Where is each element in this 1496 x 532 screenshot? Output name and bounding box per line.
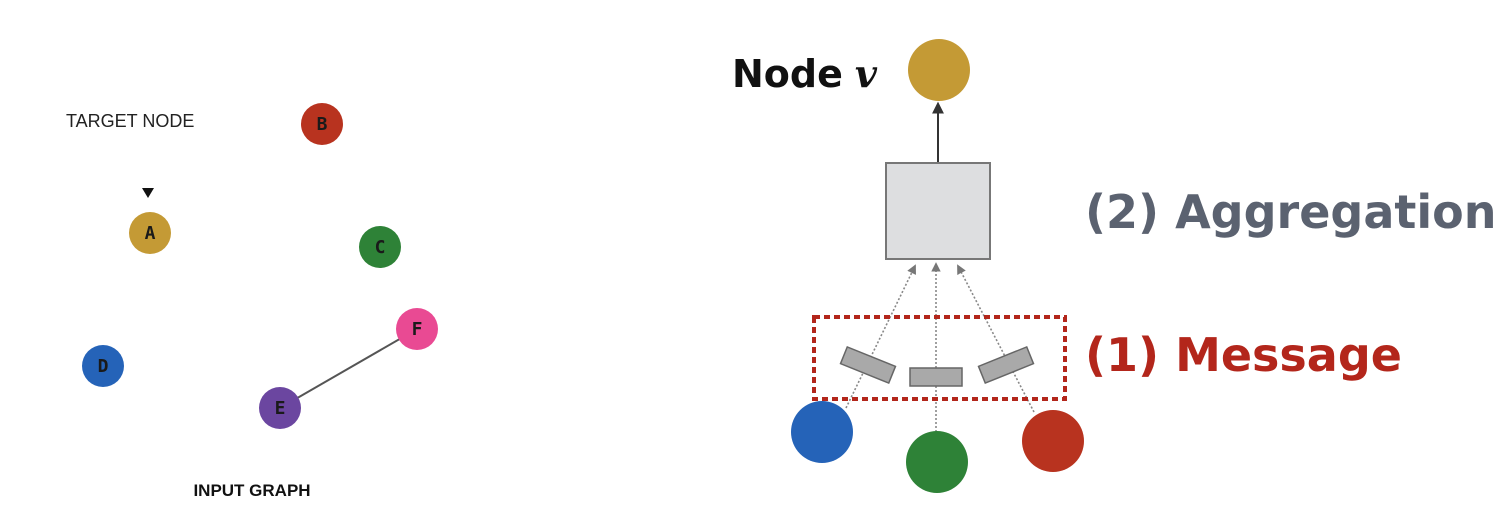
edge-e-f — [279, 328, 418, 409]
graph-node-c-letter: C — [375, 237, 386, 258]
graph-node-f-letter: F — [412, 319, 423, 340]
graph-node-a[interactable]: A — [129, 212, 171, 254]
target-pointer-icon — [142, 188, 154, 198]
neighbor-node-green — [906, 431, 968, 493]
graph-node-c[interactable]: C — [359, 226, 401, 268]
node-variable: v — [855, 51, 878, 96]
target-node-label: TARGET NODE — [66, 111, 194, 131]
aggregation-label: (2) Aggregation — [1085, 185, 1496, 239]
graph-node-b-letter: B — [317, 114, 328, 135]
input-graph: TARGET NODE A B C D E F INPUT GRAPH — [66, 103, 438, 500]
target-node-circle — [908, 39, 970, 101]
message-box-left — [839, 345, 897, 385]
graph-node-e-letter: E — [275, 398, 286, 419]
graph-node-d-letter: D — [98, 356, 109, 377]
graph-node-d[interactable]: D — [82, 345, 124, 387]
graph-node-e[interactable]: E — [259, 387, 301, 429]
message-arrow-right — [957, 264, 1035, 413]
graph-node-a-letter: A — [145, 223, 156, 244]
neighbor-node-blue — [791, 401, 853, 463]
node-word: Node — [732, 52, 843, 96]
message-highlight-box — [812, 315, 1067, 401]
message-arrow-left — [845, 264, 916, 409]
message-box-middle — [909, 367, 963, 387]
neighbor-node-red — [1022, 410, 1084, 472]
message-label: (1) Message — [1085, 328, 1402, 382]
input-graph-caption: INPUT GRAPH — [193, 481, 310, 500]
graph-node-f[interactable]: F — [396, 308, 438, 350]
graph-node-b[interactable]: B — [301, 103, 343, 145]
aggregation-box — [885, 162, 991, 260]
message-box-right — [977, 345, 1035, 385]
